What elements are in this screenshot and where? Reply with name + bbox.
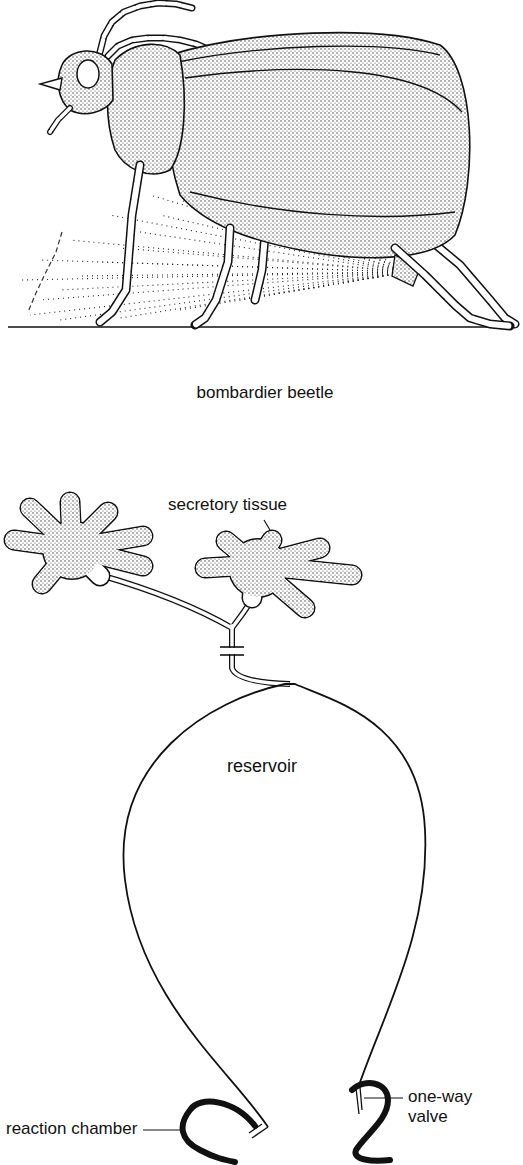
part-label: one-way valve <box>408 1087 480 1126</box>
reaction-chamber-figure <box>143 1083 403 1162</box>
leader-line <box>143 1129 180 1130</box>
reservoir-outline <box>123 684 425 1127</box>
beetle-figure <box>40 3 515 326</box>
reservoir-outline <box>100 670 440 1142</box>
leader-line <box>264 520 270 530</box>
reservoir-shape: reservoir <box>100 670 440 1142</box>
part-label: secretory tissue <box>168 495 287 515</box>
leader-line <box>364 1097 403 1098</box>
figure-caption: bombardier beetle <box>196 383 333 403</box>
part-label: reservoir <box>227 756 297 777</box>
secretory-glands <box>14 502 352 684</box>
part-label: reaction chamber <box>6 1119 137 1139</box>
ground-line <box>8 326 515 328</box>
